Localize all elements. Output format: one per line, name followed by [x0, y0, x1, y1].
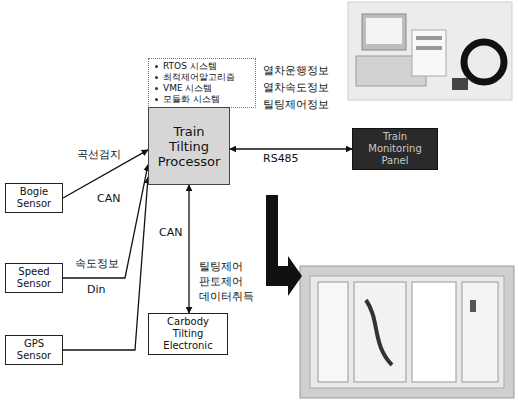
monitor-panel-box: Train Monitoring Panel — [352, 128, 438, 170]
node-text: GPS Sensor — [9, 338, 59, 362]
signal-label: 데이터취득 — [198, 290, 255, 303]
node-text: 최적제어알고리즘 — [163, 72, 235, 83]
connector — [188, 185, 189, 313]
equipment-photo — [348, 2, 512, 100]
connector — [230, 148, 352, 149]
bullet-item: 최적제어알고리즘 — [155, 72, 235, 83]
processor-box: Train Tilting Processor — [148, 107, 230, 185]
node-text: VME 시스템 — [163, 83, 212, 94]
sensor-box: GPS Sensor — [5, 335, 63, 365]
bullet-dot — [155, 98, 158, 101]
bullet-item: VME 시스템 — [155, 83, 212, 94]
node-text: Bogie Sensor — [9, 186, 59, 210]
bullet-item: RTOS 시스템 — [155, 61, 217, 72]
node-text: Train Tilting Processor — [153, 124, 225, 169]
sensor-box: Bogie Sensor — [5, 183, 63, 213]
bullet-dot — [155, 76, 158, 79]
actuator-box: Carbody Tilting Electronic — [148, 313, 228, 355]
bullet-dot — [155, 87, 158, 90]
node-text: Speed Sensor — [9, 266, 59, 290]
bullet-dot — [155, 65, 158, 68]
connector — [63, 177, 148, 350]
edge-label: RS485 — [262, 152, 300, 165]
connector — [63, 165, 148, 278]
sensor-box: Speed Sensor — [5, 263, 63, 293]
pointer-arrow — [266, 195, 302, 296]
edge-label: 속도정보 — [74, 257, 120, 270]
feature-list-box: RTOS 시스템최적제어알고리즘VME 시스템모듈화 시스템 — [148, 58, 256, 108]
node-text: Train Monitoring Panel — [357, 131, 433, 167]
signal-label: Din — [86, 283, 107, 296]
signal-label: CAN — [96, 192, 121, 205]
rack-photo — [300, 266, 514, 398]
node-text: RTOS 시스템 — [163, 61, 217, 72]
signal-label: 판토제어 — [198, 275, 244, 288]
signal-label: 틸팅제어 — [198, 260, 244, 273]
node-text: 모듈화 시스템 — [163, 94, 220, 105]
edge-label: 곡선검지 — [76, 148, 122, 161]
signal-label: 틸팅제어정보 — [262, 98, 330, 111]
bullet-item: 모듈화 시스템 — [155, 94, 220, 105]
signal-label: 열차운행정보 — [262, 64, 330, 77]
edge-label: CAN — [158, 226, 183, 239]
signal-label: 열차속도정보 — [262, 81, 330, 94]
node-text: Carbody Tilting Electronic — [153, 316, 223, 352]
